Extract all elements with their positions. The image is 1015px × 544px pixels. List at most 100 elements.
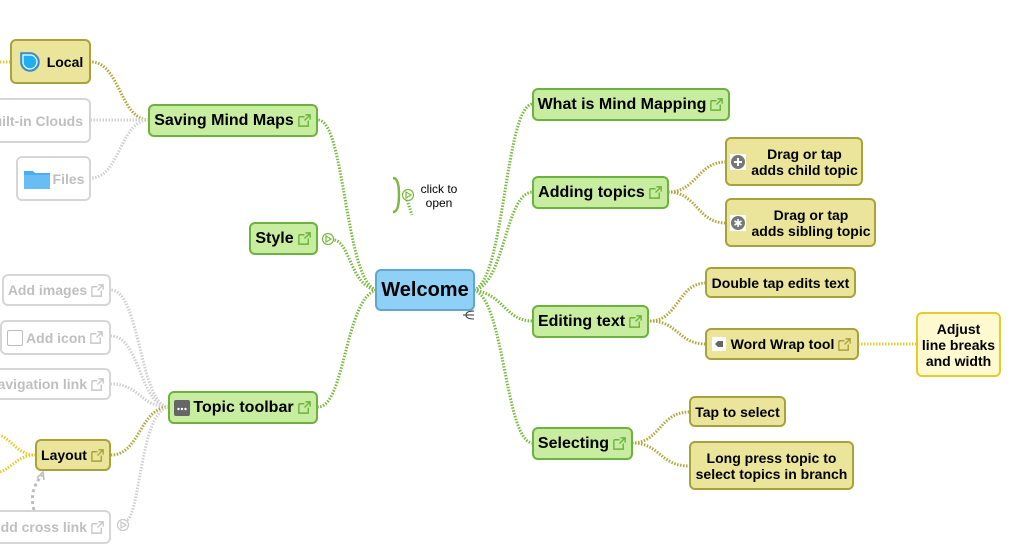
topic-label: What is Mind Mapping [537,95,707,113]
line-1: Adjust [936,320,981,337]
subtopic-layout[interactable]: Layout [35,439,111,471]
checkbox-icon [7,329,24,346]
link-root-style [332,238,377,292]
link-editing-wrap [649,319,707,346]
collapsed-bracket [392,176,401,214]
topic-style[interactable]: Style [249,222,318,255]
external-link-icon[interactable] [297,113,312,128]
subtopic-local[interactable]: Local [10,39,91,84]
topic-label: Local [46,53,84,70]
topic-label: Adding topics [538,183,645,201]
expand-toggle-crosslink [116,518,130,532]
external-link-icon[interactable] [648,185,663,200]
link-toolbar-layout [110,405,170,457]
subtopic-navigation-link[interactable]: avigation link [0,368,111,400]
external-link-icon[interactable] [709,97,724,112]
line-3: and width [925,352,992,369]
external-link-icon[interactable] [628,314,643,329]
subtopic-word-wrap[interactable]: Word Wrap tool [705,328,859,360]
collapsed-hint[interactable]: click to open [416,182,462,210]
line-2: select topics in branch [695,465,848,482]
external-link-icon[interactable] [297,231,312,246]
link-toolbar-images [110,288,170,409]
line-2: adds child topic [751,161,858,178]
external-link-icon[interactable] [612,436,627,451]
external-link-icon[interactable] [90,283,105,298]
topic-label: Files [52,170,85,187]
link-toolbar-icon [110,334,170,409]
subtopic-long-press[interactable]: Long press topic to select topics in bra… [689,441,854,490]
topic-editing-text[interactable]: Editing text [532,305,649,338]
topic-label: Double tap edits text [711,274,850,291]
hint-line2: open [425,196,453,210]
link-adding-sibling [667,190,727,225]
link-toolbar-crosslink [125,405,170,522]
topic-label: Saving Mind Maps [154,111,294,129]
line-1: Drag or tap [767,145,842,162]
external-link-icon[interactable] [90,520,105,535]
link-saving-files [90,118,150,180]
topic-what-is-mind-mapping[interactable]: What is Mind Mapping [532,88,730,121]
expand-toggle-style [321,232,335,246]
link-editing-double [649,281,707,323]
asterisk-circle-icon [730,214,747,231]
topic-label: Selecting [537,434,610,452]
plus-circle-icon [730,153,747,170]
line-1: Drag or tap [773,206,849,223]
subtopic-built-in-clouds[interactable]: uilt-in Clouds [0,98,91,143]
topic-topic-toolbar[interactable]: Topic toolbar [168,391,318,424]
subtopic-files[interactable]: Files [16,156,91,201]
external-link-icon[interactable] [90,377,105,392]
link-toolbar-navlink [110,382,170,409]
link-root-what [473,102,534,292]
subtopic-adjust-line-breaks[interactable]: Adjust line breaks and width [916,312,1001,377]
topic-label: dd cross link [0,519,87,535]
topic-saving-mind-maps[interactable]: Saving Mind Maps [148,104,318,137]
cross-link-arrow [30,474,44,511]
tag-icon [711,337,726,351]
external-link-icon[interactable] [90,448,105,463]
link-root-hint [405,199,414,216]
subtopic-add-cross-link[interactable]: dd cross link [0,510,111,544]
link-adding-child [667,160,727,194]
link-root-toolbar [317,288,377,409]
topic-label: Topic toolbar [193,398,294,416]
link-root-saving [317,118,377,292]
line-2: line breaks [921,336,996,353]
topic-label: Editing text [537,312,626,330]
link-selecting-long [631,441,690,468]
subtopic-adds-child[interactable]: Drag or tap adds child topic [725,137,863,186]
topic-label: Add images [7,282,88,298]
topic-label: Style [255,229,294,247]
subtopic-add-images[interactable]: Add images [2,274,111,306]
root-label: Welcome [381,278,469,301]
topic-label: Layout [41,447,87,463]
topic-label: Add icon [26,329,86,346]
topic-selecting[interactable]: Selecting [532,427,633,460]
subtopic-double-tap[interactable]: Double tap edits text [705,267,856,298]
folder-icon [23,170,50,189]
link-layout-left-b [0,453,37,474]
line-2: adds sibling topic [751,222,871,239]
link-selecting-tap [631,410,690,445]
topic-label: Tap to select [695,403,780,420]
link-saving-local [90,60,150,122]
root-topic-welcome[interactable]: Welcome [375,269,475,311]
link-layout-left-a [0,433,37,457]
subtopic-adds-sibling[interactable]: Drag or tap adds sibling topic [725,198,876,247]
link-root-editing [473,288,534,323]
subtopic-tap-to-select[interactable]: Tap to select [689,396,786,427]
droplet-icon [19,51,40,72]
anchor-glyph [463,310,475,320]
external-link-icon[interactable] [89,330,104,345]
link-root-selecting [473,288,534,445]
expand-toggle-hint [401,188,415,202]
subtopic-add-icon[interactable]: Add icon [0,320,111,355]
more-icon [174,399,191,416]
external-link-icon[interactable] [837,337,852,352]
topic-label: uilt-in Clouds [0,112,83,129]
topic-adding-topics[interactable]: Adding topics [532,176,669,209]
external-link-icon[interactable] [297,400,312,415]
topic-label: avigation link [0,376,87,392]
